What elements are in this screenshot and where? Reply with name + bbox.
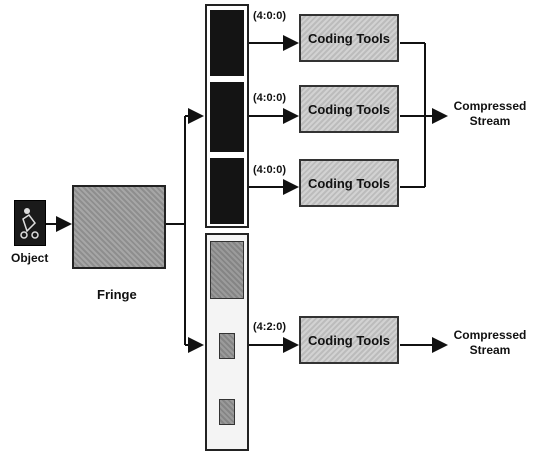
output-line-2: Stream <box>449 343 531 358</box>
dark-channel-2 <box>210 82 244 152</box>
output-line-1: Compressed <box>449 99 531 114</box>
object-label: Object <box>11 251 48 265</box>
ratio-label: (4:0:0) <box>253 164 286 176</box>
channel-strip-upper <box>205 4 249 228</box>
channel-strip-lower <box>205 233 249 451</box>
object-icon <box>14 200 46 246</box>
fringe-label: Fringe <box>97 287 137 302</box>
ratio-label: (4:0:0) <box>253 92 286 104</box>
dark-channel-1 <box>210 10 244 76</box>
ratio-label: (4:2:0) <box>253 321 286 333</box>
coding-tools-label: Coding Tools <box>308 333 390 348</box>
coding-tools-label: Coding Tools <box>308 102 390 117</box>
dark-channel-3 <box>210 158 244 224</box>
output-line-1: Compressed <box>449 328 531 343</box>
compressed-stream-output: Compressed Stream <box>449 99 531 129</box>
coding-tools-box: Coding Tools <box>299 85 399 133</box>
gray-channel-small-2 <box>219 399 235 425</box>
coding-tools-box: Coding Tools <box>299 14 399 62</box>
output-line-2: Stream <box>449 114 531 129</box>
coding-tools-label: Coding Tools <box>308 176 390 191</box>
compressed-stream-output: Compressed Stream <box>449 328 531 358</box>
coding-tools-box: Coding Tools <box>299 316 399 364</box>
fringe-pattern-image <box>72 185 166 269</box>
coding-tools-label: Coding Tools <box>308 31 390 46</box>
gray-channel-main <box>210 241 244 299</box>
ratio-label: (4:0:0) <box>253 10 286 22</box>
coding-tools-box: Coding Tools <box>299 159 399 207</box>
gray-channel-small-1 <box>219 333 235 359</box>
